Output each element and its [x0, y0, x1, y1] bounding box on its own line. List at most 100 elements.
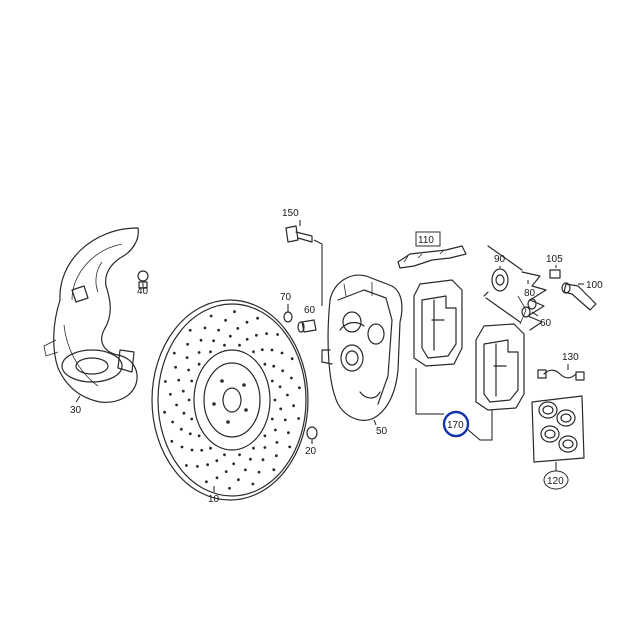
part-label-60: 60 — [304, 305, 316, 316]
disc-hole — [276, 333, 279, 336]
disc-hole — [252, 350, 255, 354]
disc-hole — [169, 392, 172, 396]
part-label-80: 80 — [524, 288, 536, 299]
disc-hole — [179, 427, 183, 431]
part-label-30: 30 — [70, 405, 82, 416]
disc-hole — [164, 380, 167, 383]
disc-hole — [290, 357, 294, 361]
disc-hole — [228, 334, 232, 338]
disc-hole — [224, 470, 228, 473]
disc-hole — [170, 439, 174, 443]
splash-shield-part: 30 — [43, 227, 139, 416]
bleed-screw-part: 150 — [282, 208, 323, 306]
disc-hole — [228, 486, 231, 490]
disc-hole — [245, 320, 249, 324]
spring-clip-part: 110 — [397, 231, 467, 269]
disc-hole — [263, 362, 267, 366]
disc-hole — [298, 386, 301, 390]
part-label-20: 20 — [305, 446, 317, 457]
disc-hole — [197, 351, 201, 354]
part-label-60b: 60 — [540, 318, 552, 329]
disc-hole — [263, 434, 267, 438]
highlight-ring-170 — [442, 410, 470, 438]
disc-hole — [272, 364, 276, 368]
disc-hole — [279, 407, 283, 411]
disc-hole — [283, 418, 287, 422]
disc-hole — [190, 448, 194, 452]
disc-hole — [255, 333, 258, 337]
caliper-bolt-100-part: 100 — [561, 280, 603, 311]
disc-hole — [251, 482, 255, 486]
disc-hole — [185, 464, 188, 467]
disc-hole — [199, 338, 203, 342]
disc-hole — [206, 463, 210, 467]
disc-hole — [203, 326, 207, 330]
disc-hole — [281, 369, 285, 373]
disc-hole — [275, 441, 279, 444]
brake-disc-part: 10 — [151, 299, 309, 505]
disc-hole — [272, 468, 276, 472]
brake-caliper-part: 50 — [321, 274, 403, 437]
disc-hole — [223, 343, 226, 347]
disc-hole — [182, 411, 186, 415]
disc-hole — [292, 404, 295, 408]
disc-hole — [270, 348, 274, 352]
disc-hole — [217, 328, 221, 332]
disc-hole — [171, 420, 175, 424]
disc-hole — [233, 310, 236, 314]
disc-hole — [238, 343, 241, 347]
disc-hole — [236, 327, 240, 330]
disc-hole — [263, 446, 267, 449]
disc-hole — [260, 348, 264, 352]
disc-hole — [286, 393, 289, 397]
disc-hole — [261, 458, 265, 462]
part-label-120: 120 — [547, 476, 564, 487]
wear-sensor-part: 130 — [537, 352, 585, 381]
part-label-170: 170 — [447, 420, 464, 431]
disc-hole — [181, 389, 185, 393]
disc-hole — [163, 410, 167, 414]
disc-hole — [256, 316, 259, 320]
disc-hole — [274, 428, 277, 432]
disc-hole — [252, 446, 255, 450]
disc-hole — [185, 356, 189, 359]
disc-hole — [280, 351, 284, 355]
disc-hole — [187, 368, 191, 372]
part-label-10: 10 — [208, 494, 220, 505]
seal-kit-part: 120 — [531, 395, 585, 490]
disc-bolt-part: 20 — [305, 426, 318, 457]
part-label-150: 150 — [282, 208, 299, 219]
disc-hole — [287, 431, 290, 435]
disc-hole — [196, 465, 199, 468]
disc-hole — [297, 417, 300, 420]
disc-hole — [177, 378, 181, 382]
disc-hole — [212, 339, 216, 343]
disc-hole — [290, 376, 293, 380]
disc-hole — [257, 470, 261, 474]
disc-hole — [190, 379, 194, 383]
disc-hole — [186, 342, 190, 346]
disc-hole — [180, 445, 184, 449]
disc-hole — [270, 379, 274, 383]
disc-hole — [232, 462, 236, 466]
part-label-40: 40 — [137, 286, 149, 297]
disc-hole — [244, 468, 247, 472]
disc-hole — [197, 362, 201, 366]
brake-pads-part: 170 — [413, 279, 525, 441]
disc-hole — [172, 351, 176, 355]
disc-hole — [275, 454, 278, 458]
fitting-60-part: 60 — [297, 305, 317, 333]
disc-hole — [188, 432, 192, 436]
disc-hole — [265, 332, 268, 335]
disc-hole — [188, 328, 192, 332]
disc-hole — [223, 453, 226, 457]
guide-pin-part: 90 — [483, 245, 523, 323]
disc-hole — [238, 453, 241, 457]
disc-hole — [215, 459, 219, 463]
washer-60-part: 60 — [521, 298, 552, 329]
disc-hole — [190, 417, 194, 421]
disc-hole — [200, 448, 204, 452]
caliper-bolt-105-part: 105 — [546, 254, 563, 279]
disc-hole — [245, 337, 249, 341]
